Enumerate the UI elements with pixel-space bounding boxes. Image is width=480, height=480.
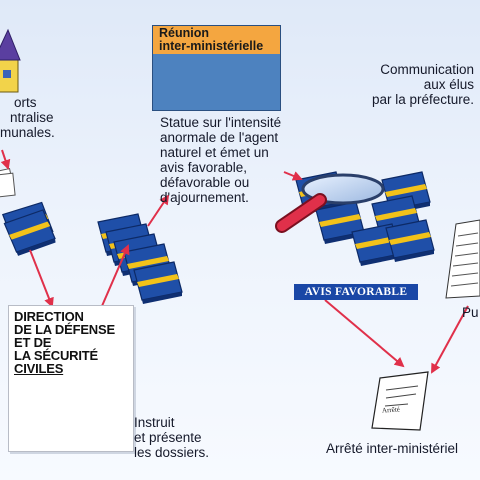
meeting-title: Réunion inter-ministérielle <box>153 26 280 54</box>
communication-line2: aux élus <box>423 77 474 92</box>
meeting-caption-box: Réunion inter-ministérielle <box>152 25 281 111</box>
meeting-title-line1: Réunion <box>159 26 209 40</box>
top-left-line3: munales. <box>0 125 55 140</box>
decree-doc-label: Arrêté <box>381 405 401 415</box>
folder-stack-icon <box>97 213 183 305</box>
right-edge-text: Pu <box>462 305 479 320</box>
instruct-line3: les dossiers. <box>134 445 210 460</box>
direction-box: DIRECTION DE LA DÉFENSE ET DE LA SÉCURIT… <box>8 305 134 452</box>
direction-line2: DE LA DÉFENSE <box>14 322 115 337</box>
decree-caption: Arrêté inter-ministériel <box>326 441 459 456</box>
meeting-desc-line2: anormale de l'agent <box>160 130 279 145</box>
favorable-opinion-badge: AVIS FAVORABLE <box>294 284 418 300</box>
document-icon <box>445 219 480 299</box>
decree-document-icon <box>371 371 429 431</box>
top-left-text: orts ntralise munales. <box>0 95 80 140</box>
meeting-desc-line4: avis favorable, <box>160 160 248 175</box>
meeting-desc-line3: naturel et émet un <box>160 145 269 160</box>
direction-line3: ET DE <box>14 335 52 350</box>
instruct-line2: et présente <box>134 430 202 445</box>
direction-line4: LA SÉCURITÉ <box>14 348 98 363</box>
paper-stack-icon <box>0 167 16 198</box>
instruct-text: Instruit et présente les dossiers. <box>134 415 234 460</box>
communication-line1: Communication <box>380 62 474 77</box>
meeting-description: Statue sur l'intensité anormale de l'age… <box>160 115 320 205</box>
communication-text: Communication aux élus par la préfecture… <box>360 62 474 107</box>
direction-line5: CIVILES <box>14 361 64 376</box>
direction-line1: DIRECTION <box>14 309 84 324</box>
meeting-desc-line1: Statue sur l'intensité <box>160 115 282 130</box>
meeting-desc-line6: d'ajournement. <box>160 190 249 205</box>
house-icon <box>0 28 21 93</box>
meeting-title-line2: inter-ministérielle <box>159 39 264 53</box>
top-left-line1: orts <box>14 95 37 110</box>
flow-arrows <box>0 149 469 374</box>
top-left-line2: ntralise <box>10 110 54 125</box>
magnifier-icon <box>275 173 385 233</box>
meeting-desc-line5: défavorable ou <box>160 175 250 190</box>
direction-title: DIRECTION DE LA DÉFENSE ET DE LA SÉCURIT… <box>14 310 132 375</box>
communication-line3: par la préfecture. <box>371 92 474 107</box>
instruct-line1: Instruit <box>134 415 175 430</box>
